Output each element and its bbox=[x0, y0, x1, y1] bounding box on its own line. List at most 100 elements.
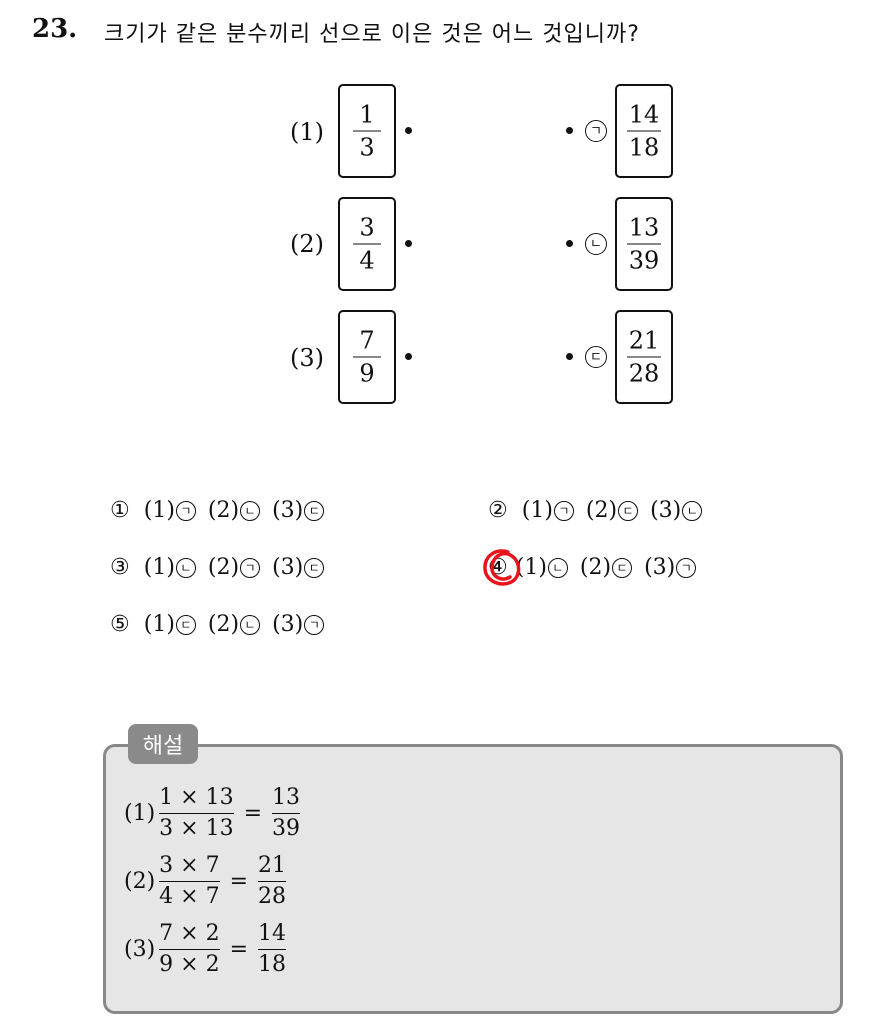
choice-1[interactable]: ① (1)ㄱ (2)ㄴ (3)ㄷ bbox=[110, 498, 336, 523]
line-label: (1) bbox=[124, 801, 156, 826]
connect-dot[interactable] bbox=[405, 240, 412, 247]
pair-label: (1) bbox=[143, 555, 175, 580]
choice-4[interactable]: ④ (1)ㄴ (2)ㄷ (3)ㄱ bbox=[488, 555, 708, 580]
solution-box bbox=[103, 744, 843, 1014]
numerator: 3 bbox=[359, 213, 375, 242]
solution-line-3: (3) 7 × 2 9 × 2 = 14 18 bbox=[124, 920, 290, 979]
marker-circle: ㄷ bbox=[612, 557, 633, 578]
denominator: 28 bbox=[628, 359, 660, 388]
denominator: 3 × 13 bbox=[159, 816, 234, 841]
denominator: 9 × 2 bbox=[159, 952, 220, 977]
marker-circle: ㄷ bbox=[304, 500, 325, 521]
right-card-1: 14 18 bbox=[615, 84, 673, 178]
marker-circle: ㄴ bbox=[240, 500, 261, 521]
marker-circle: ㄱ bbox=[676, 557, 697, 578]
right-card-3: 21 28 bbox=[615, 310, 673, 404]
pair-label: (3) bbox=[272, 498, 304, 523]
marker-circle: ㄱ bbox=[304, 614, 325, 635]
marker-circle: ㄷ bbox=[585, 346, 607, 368]
solution-tab: 해설 bbox=[128, 724, 198, 764]
marker-circle: ㄷ bbox=[304, 557, 325, 578]
pair-label: (2) bbox=[579, 555, 612, 580]
choice-3[interactable]: ③ (1)ㄴ (2)ㄱ (3)ㄷ bbox=[110, 555, 336, 580]
fraction: 13 39 bbox=[617, 214, 671, 275]
denominator: 39 bbox=[628, 246, 660, 275]
connect-dot[interactable] bbox=[405, 127, 412, 134]
pair-label: (3) bbox=[272, 555, 304, 580]
marker-circle: ㄱ bbox=[240, 557, 261, 578]
denominator: 3 bbox=[359, 133, 375, 162]
pair-label: (2) bbox=[207, 555, 240, 580]
marker-circle: ㄴ bbox=[585, 233, 607, 255]
marker-circle: ㄴ bbox=[682, 500, 703, 521]
right-card-2: 13 39 bbox=[615, 197, 673, 291]
denominator: 28 bbox=[258, 884, 287, 909]
pair-label: (1) bbox=[143, 498, 175, 523]
denominator: 39 bbox=[272, 816, 301, 841]
fraction: 1 3 bbox=[340, 101, 394, 162]
marker-circle: ㄴ bbox=[240, 614, 261, 635]
numerator: 7 bbox=[359, 326, 375, 355]
question-number: 23. bbox=[32, 14, 78, 44]
denominator: 9 bbox=[359, 359, 375, 388]
pair-label: (1) bbox=[515, 555, 547, 580]
choice-number: ③ bbox=[110, 555, 130, 580]
solution-line-1: (1) 1 × 13 3 × 13 = 13 39 bbox=[124, 784, 304, 843]
numerator: 1 bbox=[359, 100, 375, 129]
marker-circle: ㄴ bbox=[547, 557, 568, 578]
equals-sign: = bbox=[229, 869, 249, 894]
connect-dot[interactable] bbox=[566, 353, 573, 360]
numerator: 21 bbox=[628, 326, 660, 355]
numerator: 1 × 13 bbox=[159, 785, 234, 810]
connect-dot[interactable] bbox=[566, 240, 573, 247]
left-card-1: 1 3 bbox=[338, 84, 396, 178]
denominator: 18 bbox=[628, 133, 660, 162]
denominator: 18 bbox=[258, 952, 287, 977]
left-card-2: 3 4 bbox=[338, 197, 396, 291]
numerator: 7 × 2 bbox=[159, 921, 220, 946]
denominator: 4 bbox=[359, 246, 375, 275]
numerator: 14 bbox=[258, 921, 287, 946]
pair-label: (1) bbox=[521, 498, 553, 523]
line-label: (2) bbox=[124, 869, 156, 894]
left-label-1: (1) bbox=[290, 118, 324, 146]
fraction: 7 9 bbox=[340, 327, 394, 388]
left-card-3: 7 9 bbox=[338, 310, 396, 404]
choice-number: ② bbox=[488, 498, 508, 523]
fraction: 3 4 bbox=[340, 214, 394, 275]
marker-circle: ㄷ bbox=[618, 500, 639, 521]
pair-label: (2) bbox=[585, 498, 618, 523]
pair-label: (2) bbox=[207, 612, 240, 637]
denominator: 4 × 7 bbox=[159, 884, 220, 909]
equals-sign: = bbox=[229, 937, 249, 962]
numerator: 13 bbox=[628, 213, 660, 242]
question-text: 크기가 같은 분수끼리 선으로 이은 것은 어느 것입니까? bbox=[104, 22, 640, 47]
choice-5[interactable]: ⑤ (1)ㄷ (2)ㄴ (3)ㄱ bbox=[110, 612, 336, 637]
marker-circle: ㄱ bbox=[553, 500, 574, 521]
numerator: 3 × 7 bbox=[159, 853, 220, 878]
left-label-2: (2) bbox=[290, 230, 324, 258]
choice-number: ① bbox=[110, 498, 130, 523]
solution-line-2: (2) 3 × 7 4 × 7 = 21 28 bbox=[124, 852, 290, 911]
pair-label: (3) bbox=[644, 555, 676, 580]
line-label: (3) bbox=[124, 937, 156, 962]
marker-circle: ㄱ bbox=[175, 500, 196, 521]
numerator: 14 bbox=[628, 100, 660, 129]
choice-2[interactable]: ② (1)ㄱ (2)ㄷ (3)ㄴ bbox=[488, 498, 714, 523]
marker-circle: ㄴ bbox=[175, 557, 196, 578]
connect-dot[interactable] bbox=[566, 127, 573, 134]
equals-sign: = bbox=[243, 801, 263, 826]
pair-label: (2) bbox=[207, 498, 240, 523]
connect-dot[interactable] bbox=[405, 353, 412, 360]
pair-label: (3) bbox=[650, 498, 682, 523]
left-label-3: (3) bbox=[290, 344, 324, 372]
fraction: 14 18 bbox=[617, 101, 671, 162]
choice-number: ⑤ bbox=[110, 612, 130, 637]
marker-circle: ㄱ bbox=[585, 120, 607, 142]
marker-circle: ㄷ bbox=[175, 614, 196, 635]
fraction: 21 28 bbox=[617, 327, 671, 388]
numerator: 21 bbox=[258, 853, 287, 878]
pair-label: (3) bbox=[272, 612, 304, 637]
pair-label: (1) bbox=[143, 612, 175, 637]
numerator: 13 bbox=[272, 785, 301, 810]
